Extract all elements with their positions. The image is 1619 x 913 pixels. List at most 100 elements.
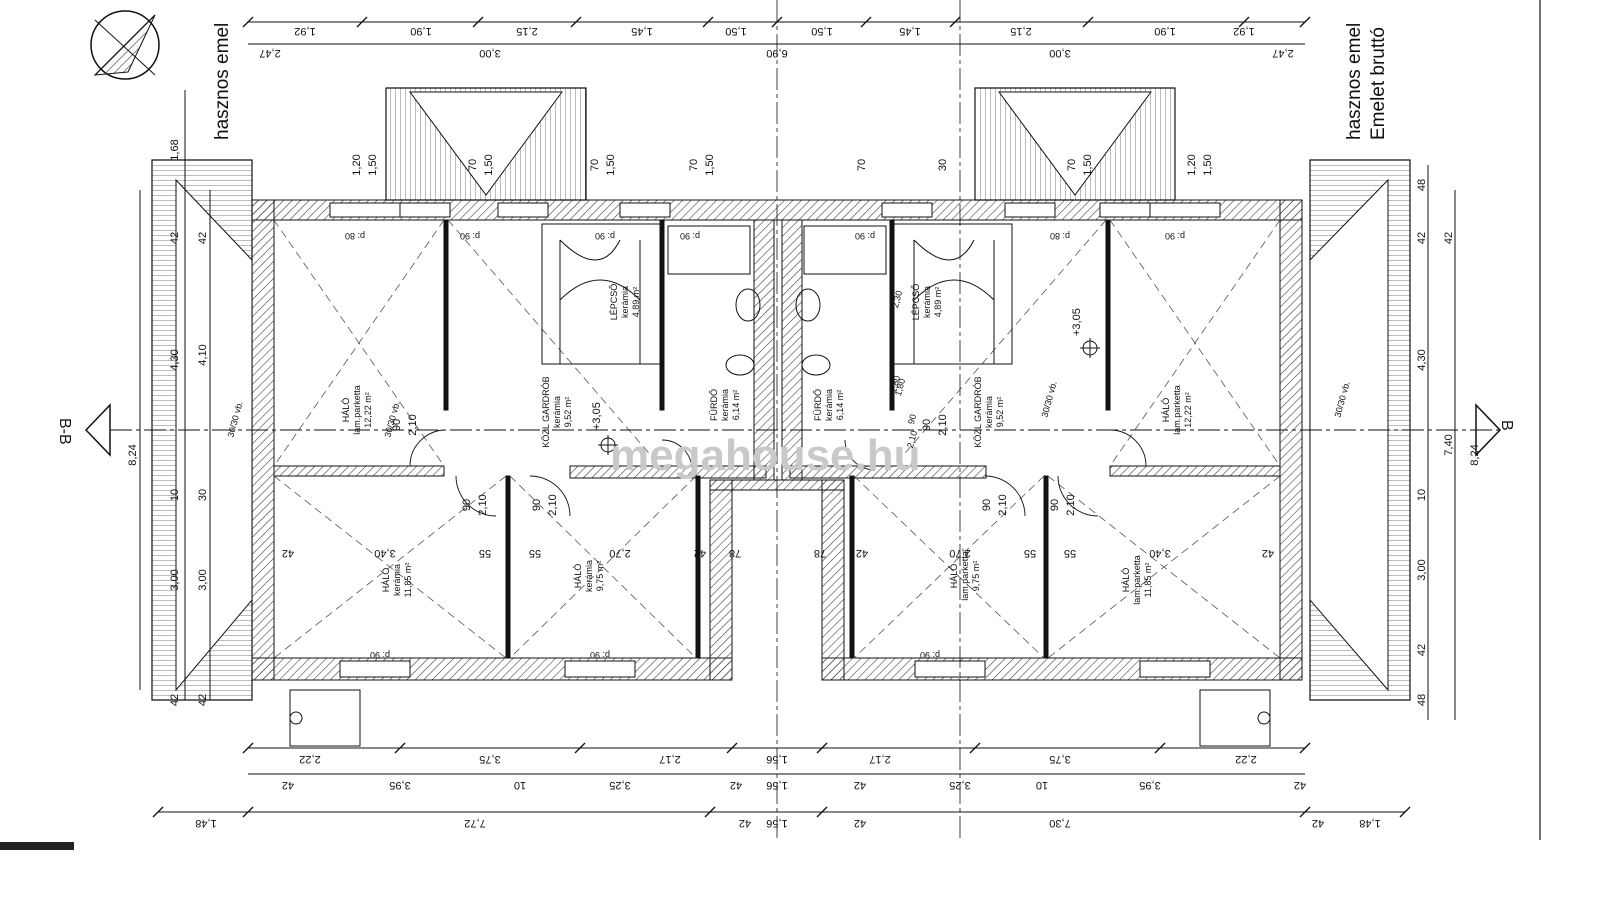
dimension-top-1: 1,50: [811, 25, 832, 37]
door-size-label: 90: [391, 419, 403, 431]
dimension-right: 4,30: [1416, 349, 1428, 370]
door-height-tag: p: 90: [370, 650, 390, 660]
dimension-left: 4,10: [197, 344, 209, 365]
room-name-label: LÉPCSŐ: [911, 284, 921, 321]
sheet-heading-left: hasznos emel: [212, 23, 233, 140]
dimension-top-1: 2,15: [1010, 25, 1031, 37]
room-floor-label: kerámia: [720, 389, 730, 421]
dimension-bottom-2: 1,56: [766, 779, 787, 791]
dimension-top-1: 1,50: [725, 25, 746, 37]
dimension-top-1: 2,15: [516, 25, 537, 37]
room-floor-label: lam.parketta: [1132, 555, 1142, 605]
dimension-bottom-3: 1,56: [766, 817, 787, 829]
room-floor-label: lam.parketta: [1172, 385, 1182, 435]
section-marker-left: [84, 403, 111, 457]
room-name-label: HÁLÓ: [573, 564, 583, 589]
dimension-bottom-3: 1,48: [195, 817, 216, 829]
dimension-bottom-1: 3,75: [479, 753, 500, 765]
dimension-interior: 55: [1024, 547, 1036, 559]
windows-bottom: [339, 660, 1211, 678]
dimension-interior: 42: [856, 547, 868, 559]
window-dimension: 1,50: [605, 154, 617, 175]
north-arrow-symbol: [90, 10, 160, 80]
room-area-label: 9,52 m²: [995, 397, 1005, 428]
dimension-interior: 42: [282, 547, 294, 559]
dimension-right: 48: [1416, 179, 1428, 191]
dimension-bottom-2: 42: [730, 779, 742, 791]
dimension-top-2: 2,47: [259, 47, 280, 59]
dimension-interior: 42: [694, 547, 706, 559]
window-dimension: 1,50: [1082, 154, 1094, 175]
room-area-label: 9,75 m²: [595, 561, 605, 592]
window-dimension: 1,50: [483, 154, 495, 175]
level-marker-left: [598, 435, 618, 455]
dimension-right: 3,00: [1416, 559, 1428, 580]
room-name-label: FÜRDŐ: [709, 389, 719, 421]
dimension-bottom-3: 42: [1312, 817, 1324, 829]
room-floor-label: kerámia: [824, 389, 834, 421]
dimension-bottom-3: 1,48: [1359, 817, 1380, 829]
door-size-label: 2,10: [1065, 494, 1077, 515]
door-height-tag: p: 90: [920, 650, 940, 660]
window-dimension: 1,20: [1186, 154, 1198, 175]
dimension-bottom-1: 3,75: [1049, 753, 1070, 765]
room-area-label: 6,14 m²: [731, 390, 741, 421]
room-area-label: 11,85 m²: [403, 563, 413, 598]
dimension-interior: 3,40: [1149, 547, 1170, 559]
dimension-bottom-2: 42: [282, 779, 294, 791]
level-label-left: +3,05: [591, 402, 603, 430]
dimension-top-1: 1,45: [631, 25, 652, 37]
dimension-bottom-3: 42: [854, 817, 866, 829]
misc-tag: 1,80: [888, 374, 902, 394]
dimension-bottom-3: 7,72: [464, 817, 485, 829]
dimension-interior: 78: [814, 547, 826, 559]
dimension-left: 1,68: [169, 139, 181, 160]
room-area-label: 11,85 m²: [1143, 563, 1153, 598]
room-area-label: 4,89 m²: [933, 287, 943, 318]
room-name-label: HÁLÓ: [949, 564, 959, 589]
dimension-interior: 55: [529, 547, 541, 559]
dimension-right: 48: [1416, 694, 1428, 706]
room-floor-label: kerámia: [620, 286, 630, 318]
dimension-bottom-1: 2,22: [1235, 753, 1256, 765]
door-height-tag: p: 90: [590, 650, 610, 660]
door-size-label: 90: [921, 419, 933, 431]
dimension-right: 42: [1416, 644, 1428, 656]
dimension-top-2: 3,00: [1049, 47, 1070, 59]
dimension-top-1: 1,90: [1154, 25, 1175, 37]
entrance-steps-right: [1199, 689, 1271, 747]
door-size-label: 2,10: [477, 494, 489, 515]
room-name-label: HÁLÓ: [1161, 398, 1171, 423]
staircase-right: [893, 223, 1013, 365]
window-dimension: 1,20: [351, 154, 363, 175]
dimension-left: 10: [169, 489, 181, 501]
window-dimension: 30: [937, 159, 949, 171]
dimension-bottom-1: 2,17: [659, 753, 680, 765]
window-dimension: 70: [1066, 159, 1078, 171]
dimension-bottom-2: 42: [1294, 779, 1306, 791]
room-name-label: FÜRDŐ: [813, 389, 823, 421]
dimension-left: 4,30: [169, 349, 181, 370]
room-floor-label: kerámia: [392, 564, 402, 596]
dimension-left: 8,24: [127, 444, 139, 465]
room-name-label: HÁLÓ: [341, 398, 351, 423]
room-floor-label: kerámia: [922, 286, 932, 318]
dimension-bottom-1: 2,22: [299, 753, 320, 765]
dimension-bottom-2: 10: [514, 779, 526, 791]
door-height-tag: p: 90: [855, 231, 875, 241]
dimension-right: 10: [1416, 489, 1428, 501]
dimension-top-1: 1,90: [410, 25, 431, 37]
dimension-top-2: 6,90: [766, 47, 787, 59]
dimension-interior: 55: [479, 547, 491, 559]
window-dimension: 70: [856, 159, 868, 171]
door-height-tag: p: 80: [345, 231, 365, 241]
dimension-bottom-2: 3,25: [949, 779, 970, 791]
dimension-right: 8,24: [1469, 444, 1481, 465]
dimension-interior: 2,70: [609, 547, 630, 559]
dimension-left: 42: [197, 694, 209, 706]
room-area-label: 12,22 m²: [1183, 392, 1193, 428]
windows-top: [329, 202, 1221, 218]
window-dimension: 70: [688, 159, 700, 171]
dimension-right: 42: [1443, 232, 1455, 244]
